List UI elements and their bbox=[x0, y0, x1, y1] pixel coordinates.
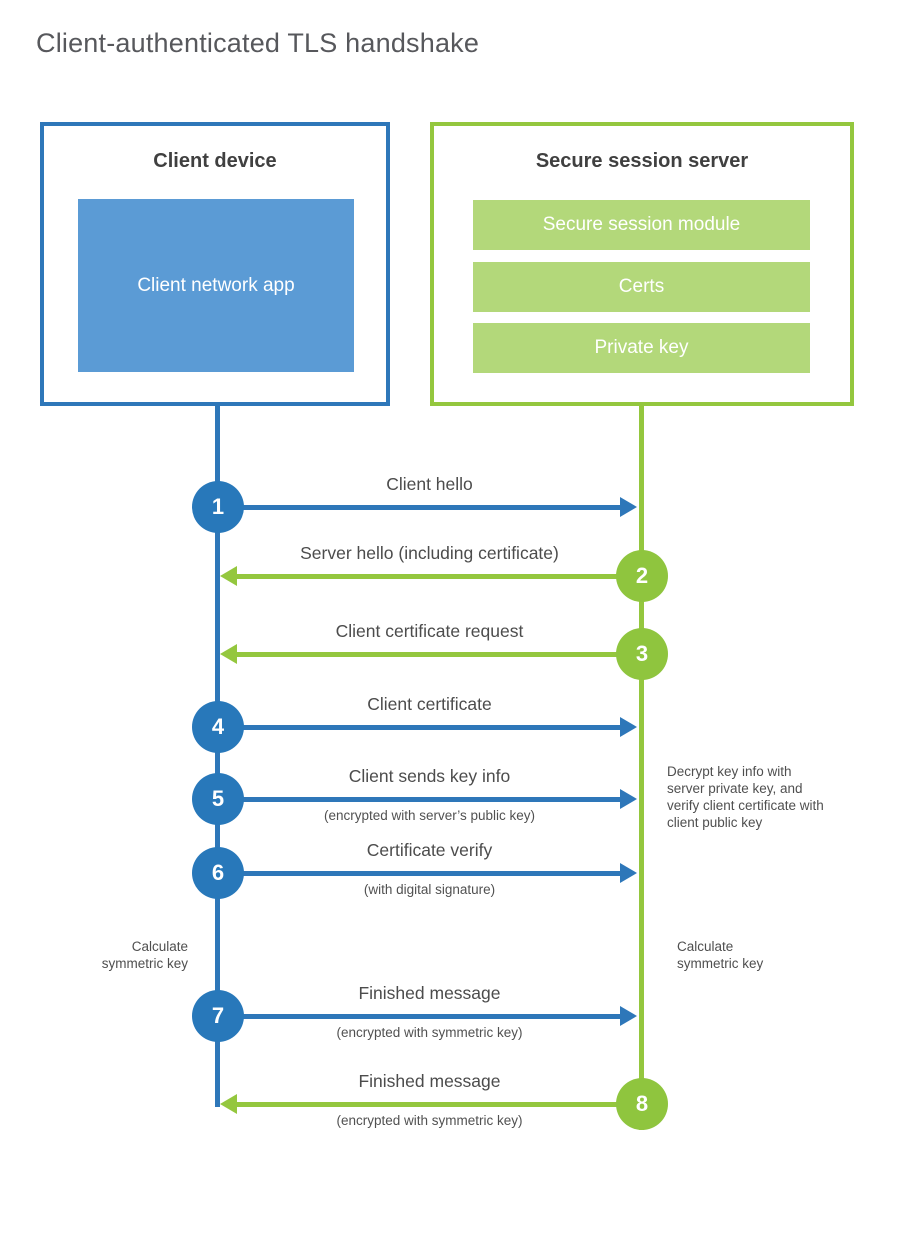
message-label: Server hello (including certificate) bbox=[300, 543, 559, 563]
server-calculate-symmetric-key-note: Calculate symmetric key bbox=[677, 939, 764, 971]
arrow-left-line bbox=[237, 652, 641, 657]
client-device-box: Client device Client network app bbox=[40, 122, 390, 406]
secure-session-server-title: Secure session server bbox=[535, 150, 749, 172]
message-sublabel: (with digital signature) bbox=[363, 882, 496, 897]
secure-session-server-box: Secure session server Secure session mod… bbox=[430, 122, 854, 406]
step-badge: 2 bbox=[616, 550, 668, 602]
client-device-title: Client device bbox=[153, 150, 277, 172]
message-sublabel: (encrypted with server’s public key) bbox=[323, 808, 536, 823]
client-network-app-label: Client network app bbox=[137, 274, 295, 296]
client-calculate-symmetric-key-note: Calculate symmetric key bbox=[101, 939, 188, 971]
arrow-right-head-icon bbox=[620, 863, 637, 883]
arrow-right-line bbox=[218, 1014, 621, 1019]
arrow-left-head-icon bbox=[220, 644, 237, 664]
message-label: Client hello bbox=[386, 474, 473, 494]
message-sublabel: (encrypted with symmetric key) bbox=[336, 1113, 523, 1128]
server-module-secure-session-module: Secure session module bbox=[473, 200, 810, 250]
message-label: Client certificate bbox=[367, 694, 492, 714]
step-badge: 4 bbox=[192, 701, 244, 753]
message-label: Client certificate request bbox=[335, 621, 524, 641]
arrow-left-head-icon bbox=[220, 566, 237, 586]
arrow-right-line bbox=[218, 505, 621, 510]
arrow-right-line bbox=[218, 725, 621, 730]
message-label: Finished message bbox=[358, 983, 501, 1003]
message-label: Finished message bbox=[358, 1071, 501, 1091]
arrow-left-line bbox=[237, 1102, 641, 1107]
arrow-left-head-icon bbox=[220, 1094, 237, 1114]
arrow-left-line bbox=[237, 574, 641, 579]
server-module-private-key: Private key bbox=[473, 323, 810, 373]
arrow-right-head-icon bbox=[620, 717, 637, 737]
server-lifeline bbox=[639, 402, 644, 1130]
client-lifeline bbox=[215, 402, 220, 1107]
message-label: Client sends key info bbox=[348, 766, 511, 786]
arrow-right-line bbox=[218, 871, 621, 876]
server-module-certs: Certs bbox=[473, 262, 810, 312]
page-title: Client-authenticated TLS handshake bbox=[36, 28, 480, 58]
arrow-right-head-icon bbox=[620, 789, 637, 809]
step-badge: 3 bbox=[616, 628, 668, 680]
message-sublabel: (encrypted with symmetric key) bbox=[336, 1025, 523, 1040]
server-decrypt-note: Decrypt key info with server private key… bbox=[667, 764, 824, 830]
arrow-right-line bbox=[218, 797, 621, 802]
step-badge: 5 bbox=[192, 773, 244, 825]
step-badge: 8 bbox=[616, 1078, 668, 1130]
message-label: Certificate verify bbox=[366, 840, 493, 860]
arrow-right-head-icon bbox=[620, 1006, 637, 1026]
client-network-app-box: Client network app bbox=[78, 199, 354, 372]
step-badge: 7 bbox=[192, 990, 244, 1042]
arrow-right-head-icon bbox=[620, 497, 637, 517]
step-badge: 1 bbox=[192, 481, 244, 533]
step-badge: 6 bbox=[192, 847, 244, 899]
